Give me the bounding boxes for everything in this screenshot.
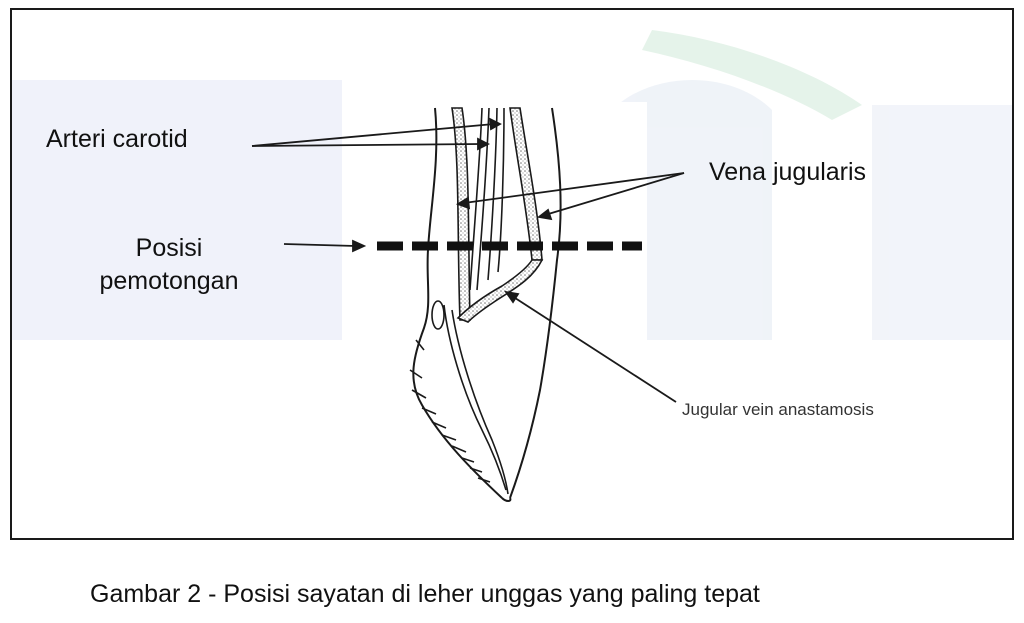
neck-tip: [501, 497, 512, 502]
pointer-anastomosis: [504, 290, 677, 403]
label-posisi-pemotongan: Posisi pemotongan: [84, 232, 254, 298]
figure-frame: Arteri carotid Vena jugularis Posisi pem…: [10, 8, 1014, 540]
jugular-anastomosis: [456, 259, 544, 323]
figure-caption: Gambar 2 - Posisi sayatan di leher ungga…: [90, 580, 760, 608]
carotid-artery-4: [497, 107, 505, 273]
label-arteri-carotid: Arteri carotid: [46, 125, 188, 153]
carotid-artery-1: [469, 107, 483, 291]
label-posisi-line1: Posisi: [135, 234, 203, 262]
neck-outline-right: [509, 107, 562, 499]
inner-line-2: [451, 309, 509, 495]
pointer-vena-jugularis: [455, 172, 685, 221]
pointer-posisi-pemotongan: [283, 239, 367, 253]
label-vena-jugularis: Vena jugularis: [709, 158, 867, 186]
carotid-artery-2: [476, 107, 490, 291]
inner-line-1: [443, 304, 507, 491]
neck-outline-left: [412, 107, 503, 499]
feather-hatching: [409, 339, 491, 483]
gland-shape: [431, 300, 445, 330]
label-jugular-anastomosis: Jugular vein anastamosis: [682, 400, 874, 419]
diagram-panel: [357, 102, 647, 512]
neck-diagram: [12, 30, 1012, 512]
carotid-artery-3: [487, 107, 498, 281]
pointer-arteri-carotid: [251, 117, 502, 151]
label-posisi-line2: pemotongan: [99, 267, 239, 295]
